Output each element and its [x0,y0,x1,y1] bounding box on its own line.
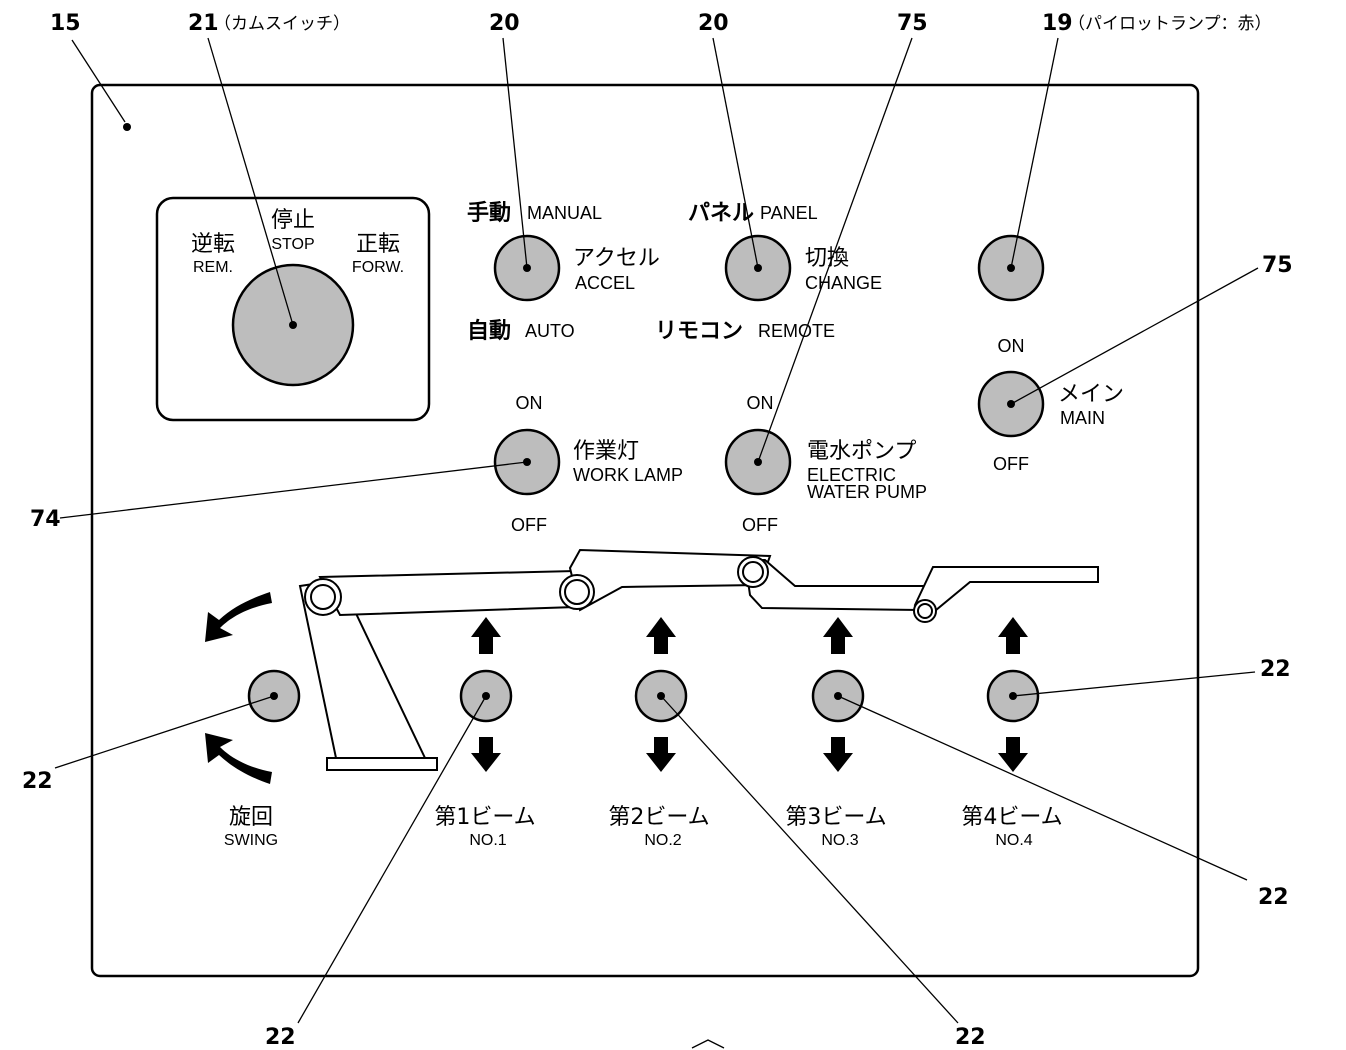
beam-1-up-arrow-icon [471,617,501,654]
change-panel-jp: パネル [688,201,754,226]
ref-15: 15 [50,11,81,36]
cam-stop-en: STOP [271,236,314,253]
boom-pin-2-inner [564,579,590,605]
boom-beam-1 [318,569,576,617]
beam-4-group: 第4ビーム NO.4 [961,617,1063,849]
change-name-jp: 切換 [805,246,849,271]
beam-2-up-arrow-icon [646,617,676,654]
boom-pin-1-inner [310,584,336,610]
leader-22-bottom-right [660,695,959,1024]
ref-19: 19 [1042,11,1073,36]
boom-pin-4-inner [917,603,933,619]
cam-fwd-jp: 正転 [356,232,400,257]
ref-22-bottom-right: 22 [955,1025,986,1050]
water-pump-on: ON [747,393,774,413]
ref-21-note: （カムスイッチ） [214,14,350,34]
change-remote-en: REMOTE [758,321,835,341]
accel-name-en: ACCEL [575,273,635,293]
beam-3-up-arrow-icon [823,617,853,654]
ref-75a: 75 [897,11,928,36]
beam-2-group: 第2ビーム NO.2 [608,617,710,849]
cam-rev-en: REM. [193,259,233,276]
beam-4-label-jp: 第4ビーム [961,805,1062,830]
change-name-en: CHANGE [805,273,882,293]
cam-stop-jp: 停止 [271,208,315,233]
leader-75a [757,37,913,463]
beam-4-down-arrow-icon [998,737,1028,772]
beam-3-label-en: NO.3 [821,832,858,849]
swing-up-arrow-icon [205,592,272,642]
boom-pin-3-inner [742,561,764,583]
leader-22-bottom-left [297,695,487,1024]
beam-1-down-arrow-icon [471,737,501,772]
ref-21: 21 [188,11,219,36]
water-pump-name-en2: WATER PUMP [807,482,927,502]
bottom-caret-mark [691,1039,725,1049]
leader-15 [71,39,126,123]
water-pump-name-en1: ELECTRIC [807,465,896,485]
accel-auto-jp: 自動 [467,318,511,344]
ref-74: 74 [30,507,61,532]
leader-lines [54,37,1259,1024]
ref-20a: 20 [489,11,520,36]
ref-20b: 20 [698,11,729,36]
beam-1-label-en: NO.1 [469,832,506,849]
main-name-jp: メイン [1058,382,1124,407]
main-off: OFF [993,454,1029,474]
boom-foot [326,757,438,771]
accel-manual-en: MANUAL [527,203,602,223]
work-lamp-on: ON [516,393,543,413]
leader-22-right-top [1012,671,1256,697]
beam-4-up-arrow-icon [998,617,1028,654]
beam-1-label-jp: 第1ビーム [434,805,535,830]
leader-19 [1010,37,1059,269]
leader-22-right-bottom [837,695,1248,881]
ref-22-right-bottom: 22 [1258,885,1289,910]
ref-22-right-top: 22 [1260,657,1291,682]
work-lamp-off: OFF [511,515,547,535]
cam-fwd-en: FORW. [352,259,404,276]
beam-3-label-jp: 第3ビーム [785,805,886,830]
main-name-en: MAIN [1060,408,1105,428]
beam-4-label-en: NO.4 [995,832,1032,849]
work-lamp-name-jp: 作業灯 [573,439,639,464]
leader-21 [207,37,294,326]
change-panel-en: PANEL [760,203,818,223]
beam-2-down-arrow-icon [646,737,676,772]
accel-name-jp: アクセル [573,246,660,271]
water-pump-off: OFF [742,515,778,535]
leader-22-left [54,695,275,769]
leader-75b [1010,267,1259,405]
beam-3-down-arrow-icon [823,737,853,772]
cam-rev-jp: 逆転 [191,232,235,257]
swing-label-jp: 旋回 [229,805,273,830]
boom-diagram [298,548,1099,771]
leader-20a [502,37,528,269]
leader-74 [59,461,528,519]
change-remote-jp: リモコン [655,319,743,344]
panel-corner-dot [123,123,131,131]
water-pump-name-jp: 電水ポンプ [807,439,916,464]
main-on: ON [998,336,1025,356]
beam-2-label-jp: 第2ビーム [608,805,709,830]
ref-22-bottom-left: 22 [265,1025,296,1050]
leader-20b [712,37,759,269]
ref-19-note: （パイロットランプ：赤） [1068,14,1272,34]
swing-down-arrow-icon [205,733,272,784]
swing-label-en: SWING [224,832,278,849]
accel-manual-jp: 手動 [467,201,511,226]
ref-22-left: 22 [22,769,53,794]
accel-auto-en: AUTO [525,321,575,341]
ref-75b: 75 [1262,253,1293,278]
beam-2-label-en: NO.2 [644,832,681,849]
work-lamp-name-en: WORK LAMP [573,465,683,485]
